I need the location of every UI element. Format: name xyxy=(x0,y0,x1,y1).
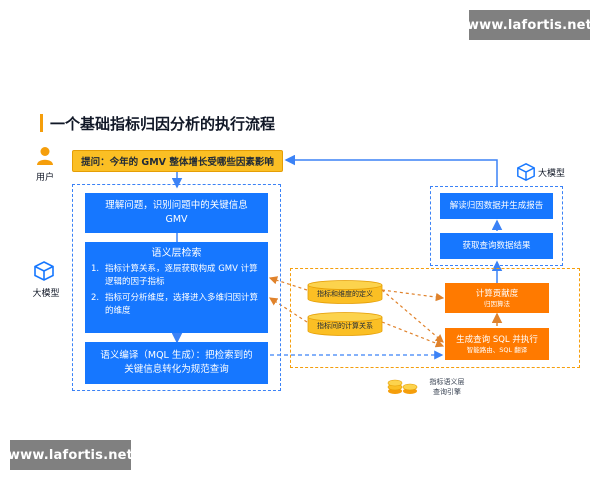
retrieval-item2-line1: 指标可分析维度，选择进入多维归因计算 xyxy=(105,293,259,303)
semantic-compile-box: 语义编译（MQL 生成）：把检索到的 关键信息转化为规范查询 xyxy=(85,342,268,384)
link-retrieve-db2 xyxy=(268,297,308,323)
question-text: 提问：今年的 GMV 整体增长受哪些因素影响 xyxy=(81,157,274,168)
link-db2-sql xyxy=(381,321,445,348)
cylinder-icon xyxy=(307,312,383,336)
llm-right-label: 大模型 xyxy=(538,169,566,179)
engine-label-line2: 查询引擎 xyxy=(433,388,461,396)
retrieval-heading: 语义层检索 xyxy=(151,248,202,259)
compile-line1: 语义编译（MQL 生成）：把检索到的 xyxy=(100,350,253,361)
llm-left-label: 大模型 xyxy=(32,289,60,299)
title-accent-bar xyxy=(40,114,43,132)
cube-icon xyxy=(33,260,55,282)
sql-main: 生成查询 SQL 并执行 xyxy=(456,334,538,345)
engine-label-line1: 指标语义层 xyxy=(429,378,465,386)
sql-execute-box: 生成查询 SQL 并执行 智能路由、SQL 翻译 xyxy=(445,328,549,360)
cube-icon-right xyxy=(516,162,536,182)
retrieval-item1-line2: 逻辑的因子指标 xyxy=(105,277,165,287)
semantic-retrieval-box: 语义层检索 1. 指标计算关系，逐层获取构成 GMV 计算 逻辑的因子指标 2.… xyxy=(85,242,268,333)
retrieval-item1-line1: 指标计算关系，逐层获取构成 GMV 计算 xyxy=(105,264,258,274)
compile-line2: 关键信息转化为规范查询 xyxy=(124,364,229,375)
contribution-main: 计算贡献度 xyxy=(475,288,519,299)
interpret-report-box: 解读归因数据并生成报告 xyxy=(440,193,553,219)
llm-right-container xyxy=(430,186,563,266)
contribution-sub: 归因算法 xyxy=(484,299,510,308)
watermark-bottom: www.lafortis.net xyxy=(8,440,133,470)
cylinder-icon xyxy=(307,280,383,304)
user-label: 用户 xyxy=(35,173,54,183)
understand-line1: 理解问题，识别问题中的关键信息 xyxy=(105,200,248,211)
retrieval-item2-line2: 的维度 xyxy=(105,306,131,316)
query-engine-container xyxy=(290,268,580,368)
database-relations: 指标间的计算关系 xyxy=(307,312,383,336)
understand-question-box: 理解问题，识别问题中的关键信息 GMV xyxy=(85,193,268,233)
arrow-report-to-question xyxy=(284,154,498,186)
fetch-results-box: 获取查询数据结果 xyxy=(440,233,553,259)
contribution-box: 计算贡献度 归因算法 xyxy=(445,283,549,313)
retrieval-item2-num: 2. xyxy=(91,293,100,303)
llm-left-container xyxy=(72,184,281,391)
link-retrieve-db1 xyxy=(268,276,308,291)
retrieval-item1-num: 1. xyxy=(91,264,100,274)
database-stack-icon xyxy=(386,376,420,396)
database-definitions: 指标和维度的定义 xyxy=(307,280,383,304)
user-icon xyxy=(36,146,54,166)
page-title: 一个基础指标归因分析的执行流程 xyxy=(50,115,276,133)
sql-sub: 智能路由、SQL 翻译 xyxy=(466,345,528,354)
db2-label: 指标间的计算关系 xyxy=(317,322,373,330)
db1-label: 指标和维度的定义 xyxy=(317,290,373,298)
question-bar: 提问：今年的 GMV 整体增长受哪些因素影响 xyxy=(72,150,283,172)
link-db1-contrib xyxy=(381,289,445,302)
watermark-top: www.lafortis.net xyxy=(467,10,592,40)
fetch-text: 获取查询数据结果 xyxy=(462,241,531,251)
interpret-text: 解读归因数据并生成报告 xyxy=(449,201,544,211)
understand-line2: GMV xyxy=(165,214,188,225)
link-db1-sql xyxy=(381,289,444,343)
